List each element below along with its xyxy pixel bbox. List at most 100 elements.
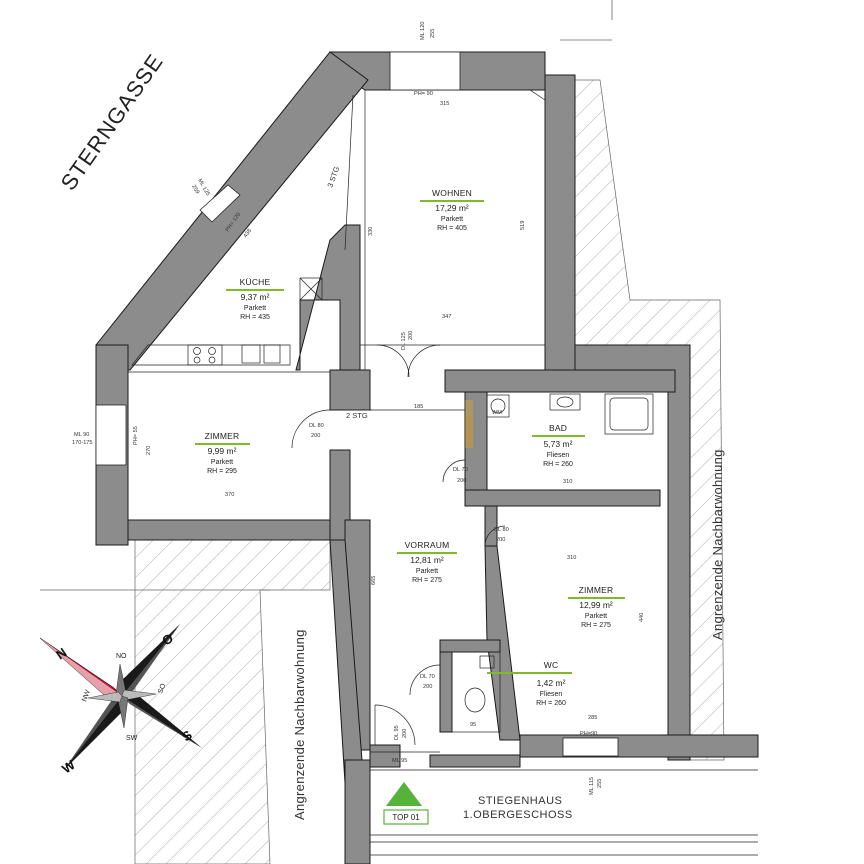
street-name: STERNGASSE [56,49,168,195]
dim-dl-wohnen: DL 125 [401,332,407,350]
dim-wohnen-bottom: 347 [442,314,451,320]
compass-no: NO [116,653,127,660]
room-wc: WC 1,42 m² Fliesen RH = 260 [536,660,566,707]
dim-vorraum-top: 185 [414,404,423,410]
room-wohnen: WOHNEN 17,29 m² Parkett RH = 405 [432,188,472,232]
heater [465,400,473,448]
dim-zimmer2-w: 310 [567,555,576,561]
room-area: 9,37 m² [241,292,270,302]
dim-kueche-diag: 438 [243,228,253,239]
room-bad: BAD 5,73 m² Fliesen RH = 260 [543,423,573,468]
compass-so: SO [157,682,167,694]
dim-dl-zimmer: DL 80 [309,423,324,429]
dim-dl-entry2: 200 [402,729,408,738]
room-height: RH = 275 [412,577,442,584]
dim-ml-entry: ML 95 [392,758,407,764]
room-name: BAD [549,423,567,433]
stair-arrows [344,94,372,411]
room-zimmer2: ZIMMER 12,99 m² Parkett RH = 275 [579,585,614,629]
room-name: VORRAUM [405,540,450,550]
compass-west-needle [64,696,126,770]
compass-sw: SW [126,735,138,742]
entrance-triangle [386,782,422,806]
dim-ph-zimmer: PH= 55 [133,426,139,445]
room-floor: Parkett [244,305,266,312]
staircase-line1: STIEGENHAUS [478,795,562,807]
room-floor: Parkett [585,613,607,620]
dim-zimmer2-b: 285 [588,715,597,721]
windows [95,51,619,757]
dim-ph-zimmer2: PH=90 [580,731,597,737]
dim-wc-w: 95 [470,722,476,728]
room-name: WC [544,660,559,670]
compass-south-needle [122,692,202,748]
room-area: 9,99 m² [208,446,237,456]
washing-machine-label: WM [492,410,502,416]
dim-ph-top: PH= 90 [414,91,433,97]
dim-dl-zimmer2: 200 [311,433,320,439]
room-area: 5,73 m² [544,439,573,449]
room-kueche: KÜCHE 9,37 m² Parkett RH = 435 [240,277,271,321]
room-floor: Parkett [211,459,233,466]
dim-zimmer2-h: 440 [639,613,645,622]
dim-stg3: 3 STG [325,165,341,189]
dim-ml-zimmer: ML 90 [74,432,89,438]
door-swings [291,344,506,746]
room-height: RH = 405 [437,225,467,232]
dim-dl-wc: DL 70 [420,674,435,680]
stairwell [370,769,758,856]
room-floor: Parkett [416,568,438,575]
compass-nw: NW [81,689,92,703]
neighbor-hatch [40,0,725,864]
dim-zimmer1-h: 270 [146,446,152,455]
walls [95,51,759,864]
room-name: WOHNEN [432,188,472,198]
room-area: 1,42 m² [537,678,566,688]
room-floor: Fliesen [540,691,563,698]
room-name: ZIMMER [579,585,614,595]
room-height: RH = 295 [207,468,237,475]
staircase-line2: 1.OBERGESCHOSS [463,809,573,821]
neighbor-label-right: Angrenzende Nachbarwohnung [710,449,725,640]
dim-zimmer1-w: 370 [225,492,234,498]
top-label-box [383,809,429,825]
dim-wohnen-top: 315 [440,101,449,107]
dim-dl-entry: DL 95 [394,725,400,740]
dim-dl-zimmer2b: 200 [496,537,505,543]
compass-east-needle [118,624,180,696]
dim-ml-top: ML 120 [420,22,426,40]
neighbor-label-left: Angrenzende Nachbarwohnung [292,629,307,820]
room-underlines [195,200,625,674]
room-height: RH = 260 [536,700,566,707]
dim-wohnen-left: 330 [368,227,374,236]
dim-ml-stair: ML 115 [589,777,595,795]
room-area: 12,99 m² [579,600,613,610]
room-area: 17,29 m² [435,203,469,213]
dim-ml-kueche2: 259 [190,184,200,195]
dim-ml-zimmer2: 170-175 [72,440,93,446]
dim-ml-stair2: 255 [597,779,603,788]
room-area: 12,81 m² [410,555,444,565]
compass-rose: N O S W NO SO SW NW [39,624,202,777]
room-name: KÜCHE [240,277,271,287]
dim-dl-wohnen2: 200 [408,331,414,340]
dim-dl-zimmer2a: DL 80 [494,527,509,533]
dim-dl-bad2: 200 [457,478,466,484]
compass-w: W [59,757,78,777]
room-floor: Parkett [441,216,463,223]
dim-vorraum-h: 665 [371,576,377,585]
room-vorraum: VORRAUM 12,81 m² Parkett RH = 275 [405,540,450,584]
dim-dl-wc2: 200 [423,684,432,690]
room-name: ZIMMER [205,431,240,441]
room-zimmer1: ZIMMER 9,99 m² Parkett RH = 295 [205,431,240,475]
heater-label: E-HEIZUNG [467,416,473,446]
dim-ml-top2: 255 [430,29,436,38]
dim-bad-w: 310 [563,479,572,485]
dim-wohnen-right: 519 [520,221,526,230]
dim-dl-bad: DL 70 [453,467,468,473]
room-floor: Fliesen [547,452,570,459]
top-label: TOP 01 [392,813,420,822]
room-height: RH = 275 [581,622,611,629]
dim-stg2: 2 STG [346,411,368,420]
